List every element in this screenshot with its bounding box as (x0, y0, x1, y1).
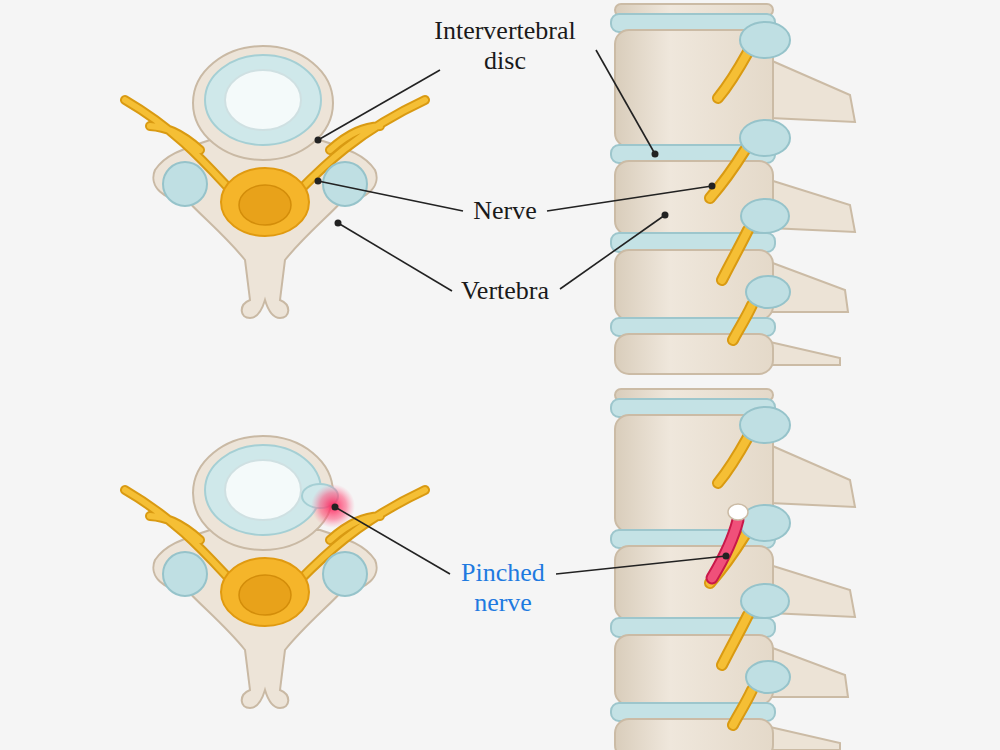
pinched-nerve-root (712, 520, 738, 578)
leader-dot (709, 183, 716, 190)
part-label: Nerve (455, 196, 555, 226)
leader-dot (315, 137, 322, 144)
leader-dots (315, 137, 730, 560)
leader-dot (662, 212, 669, 219)
lateral-spine-normal (611, 4, 855, 374)
leader-dot (652, 151, 659, 158)
part-label: Intervertebral disc (420, 16, 590, 76)
leader-line (338, 223, 452, 291)
leader-line (560, 215, 665, 289)
nerve-exit-hole (728, 504, 748, 520)
leader-line (318, 70, 440, 140)
leader-lines (318, 50, 726, 574)
leader-dot (723, 553, 730, 560)
lateral-spine-pinched (611, 389, 855, 750)
leader-dot (315, 178, 322, 185)
leader-line (318, 181, 463, 211)
leader-dot (332, 504, 339, 511)
pinched-nerve-root (712, 520, 738, 578)
axial-vertebra-herniated (125, 436, 425, 708)
leader-dot (335, 220, 342, 227)
highlight-label: Pinched nerve (438, 558, 568, 618)
leader-line (596, 50, 655, 154)
leader-line (335, 507, 450, 574)
part-label: Vertebra (440, 276, 570, 306)
axial-vertebra-normal (125, 46, 425, 318)
leader-line (547, 186, 712, 211)
leader-line (556, 556, 726, 574)
pain-glow (311, 484, 355, 528)
